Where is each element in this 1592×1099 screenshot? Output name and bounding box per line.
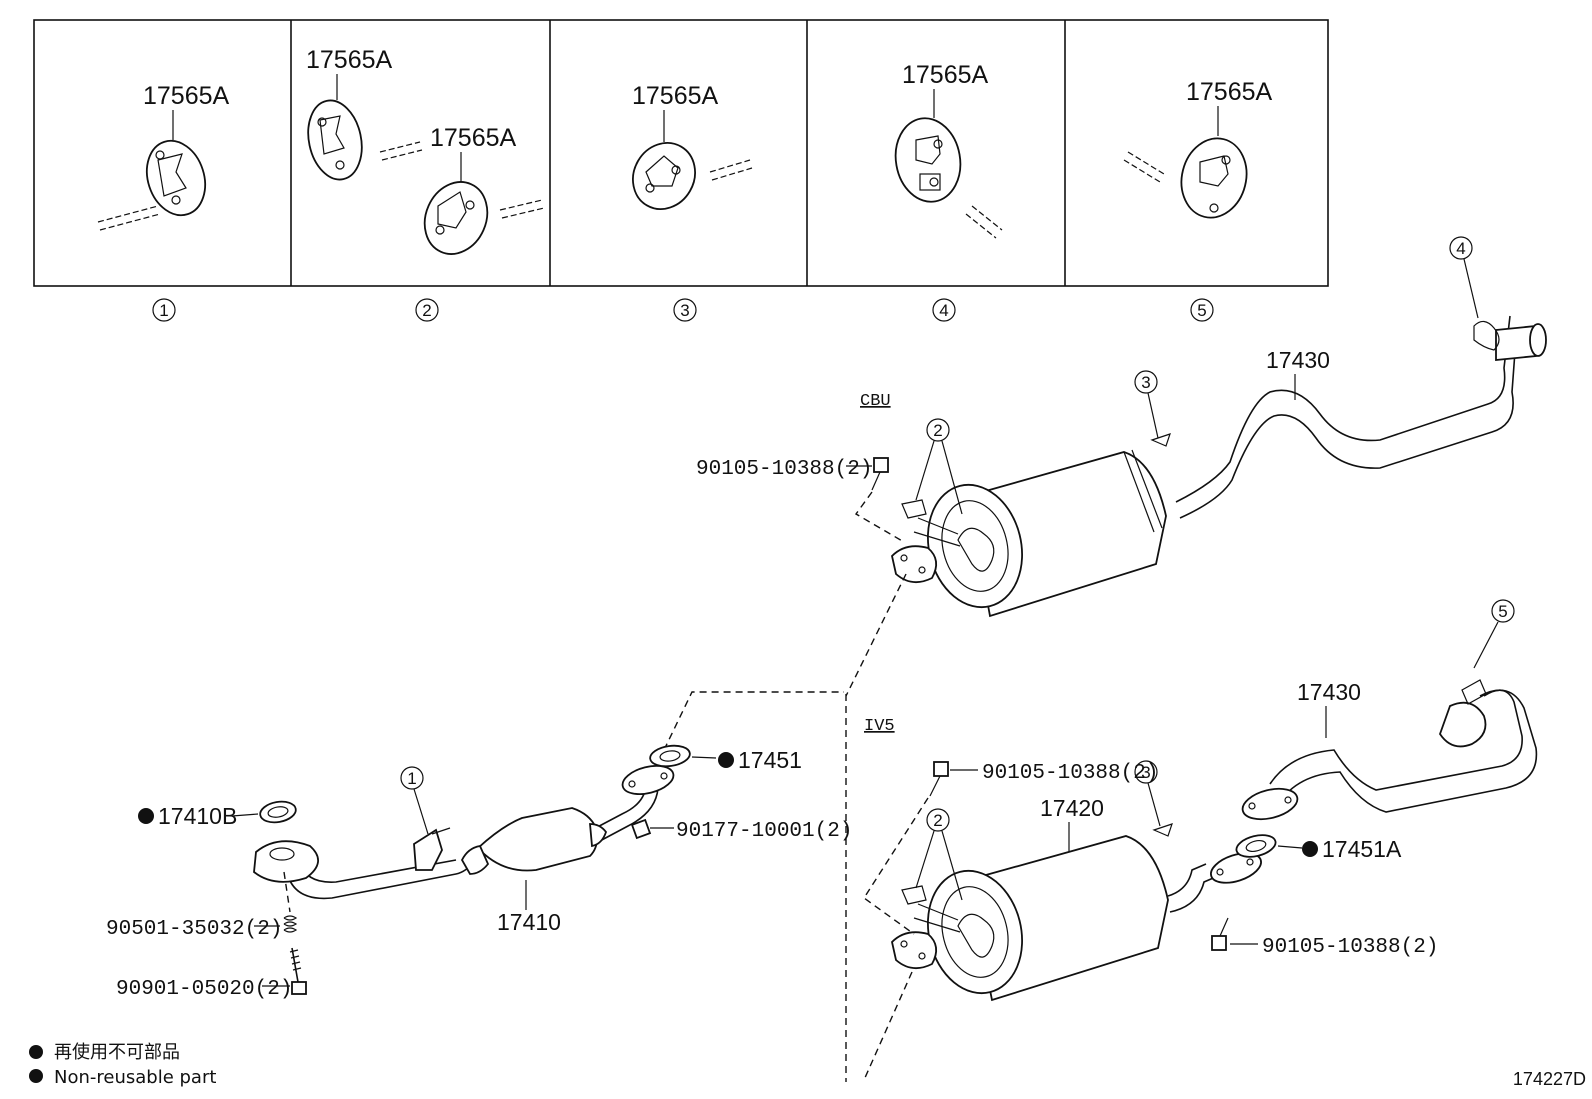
rear-flange bbox=[621, 765, 675, 795]
iv5-callout-5: 5 bbox=[1498, 602, 1507, 621]
cbu-flange bbox=[891, 517, 961, 584]
cbu-tail-pipe bbox=[1175, 315, 1511, 503]
panel-4-label: 17565A bbox=[902, 61, 989, 89]
iv5-bolt-bottom-label: 90105-10388(2) bbox=[1262, 936, 1438, 959]
cbu-callout-3: 3 bbox=[1141, 373, 1150, 392]
bolt-icon bbox=[929, 761, 949, 797]
connector-dash-cbu bbox=[845, 573, 907, 697]
front-callout-1: 1 bbox=[407, 769, 416, 788]
bolt-icon bbox=[871, 457, 889, 491]
hanger-panel-1: 17565A 1 bbox=[97, 82, 230, 322]
cbu-tail-pipe-label: 17430 bbox=[1266, 347, 1330, 373]
panel-1-index: 1 bbox=[159, 301, 168, 320]
hanger-panel-5: 17565A 5 bbox=[1123, 78, 1273, 322]
front-pipe-assembly: 17410 17410B 17451 bbox=[106, 744, 852, 1001]
diagram-id: 174227D bbox=[1513, 1069, 1586, 1089]
cbu-assembly: CBU 17430 4 bbox=[696, 236, 1547, 618]
panel-5-index: 5 bbox=[1197, 301, 1206, 320]
iv5-outlet-flange bbox=[1210, 852, 1262, 884]
iv5-tail-pipe-label: 17430 bbox=[1297, 679, 1361, 705]
front-pipe-label: 17410 bbox=[497, 909, 561, 935]
cbu-callout-4: 4 bbox=[1456, 239, 1465, 258]
panel-2-label-a: 17565A bbox=[306, 46, 393, 74]
iv5-callout-3: 3 bbox=[1141, 763, 1150, 782]
iv5-bolt-top-label: 90105-10388(2) bbox=[982, 762, 1158, 785]
panel-3-label: 17565A bbox=[632, 82, 719, 110]
legend-jp: 再使用不可部品 bbox=[54, 1042, 180, 1063]
rubber-hanger-icon bbox=[423, 181, 489, 255]
iv5-muffler-label: 17420 bbox=[1040, 795, 1104, 821]
iv5-callout-2: 2 bbox=[933, 811, 942, 830]
gasket-17451a bbox=[1235, 834, 1277, 858]
iv5-assembly: IV5 17430 5 17420 bbox=[863, 599, 1538, 1081]
panel-2-label-b: 17565A bbox=[430, 124, 517, 152]
rubber-hanger-icon bbox=[307, 99, 363, 181]
rubber-hanger-icon bbox=[1180, 137, 1248, 219]
hanger-panel-2: 17565A 17565A 2 bbox=[306, 46, 545, 322]
legend-en: Non-reusable part bbox=[54, 1067, 216, 1088]
spring-label: 90501-35032(2) bbox=[106, 918, 282, 941]
front-gasket-label: 17410B bbox=[158, 803, 237, 829]
hanger-panel-4: 17565A 4 bbox=[894, 61, 1003, 322]
rubber-hanger-icon bbox=[894, 117, 962, 203]
iv5-tail-pipe bbox=[1269, 689, 1523, 791]
rear-gasket-label: 17451 bbox=[738, 747, 802, 773]
bolt-icon bbox=[1211, 917, 1229, 951]
iv5-tail-tip bbox=[1439, 679, 1487, 748]
cbu-callout-2: 2 bbox=[933, 421, 942, 440]
connector-dash-front bbox=[663, 691, 844, 751]
spring-icon bbox=[283, 915, 298, 933]
iv5-muffler bbox=[927, 835, 1219, 1002]
cbu-tail-tip bbox=[1473, 320, 1547, 361]
nut-icon bbox=[630, 818, 652, 840]
panel-3-index: 3 bbox=[680, 301, 689, 320]
non-reusable-dot bbox=[138, 808, 154, 824]
iv5-tail-flange bbox=[1241, 787, 1299, 821]
section-label-cbu: CBU bbox=[860, 392, 891, 411]
section-label-iv5: IV5 bbox=[864, 717, 895, 736]
rubber-hanger-icon bbox=[145, 139, 207, 217]
cbu-bolt-label: 90105-10388(2) bbox=[696, 458, 872, 481]
iv5-gasket-label: 17451A bbox=[1322, 836, 1402, 862]
hanger-panel-3: 17565A 3 bbox=[632, 82, 753, 322]
non-reusable-dot bbox=[1302, 841, 1318, 857]
gasket-17410b bbox=[259, 800, 297, 824]
hanger-panels-frame bbox=[33, 19, 1329, 287]
legend-dot-jp bbox=[29, 1045, 43, 1059]
hanger-panels: 17565A 1 17565A 17565A bbox=[33, 19, 1329, 322]
bolt-icon bbox=[289, 947, 307, 995]
cbu-muffler bbox=[927, 449, 1167, 618]
front-bolt-label: 90901-05020(2) bbox=[116, 978, 292, 1001]
non-reusable-dot bbox=[718, 752, 734, 768]
legend-dot-en bbox=[29, 1069, 43, 1083]
iv5-flange bbox=[891, 903, 961, 970]
legend: 再使用不可部品 Non-reusable part bbox=[29, 1042, 216, 1088]
panel-2-index: 2 bbox=[422, 301, 431, 320]
panel-4-index: 4 bbox=[939, 301, 948, 320]
panel-1-label: 17565A bbox=[143, 82, 230, 110]
catalytic-converter bbox=[460, 807, 608, 875]
panel-5-label: 17565A bbox=[1186, 78, 1273, 106]
nut-label: 90177-10001(2) bbox=[676, 820, 852, 843]
rubber-hanger-icon bbox=[632, 142, 696, 210]
gasket-17451 bbox=[649, 744, 691, 768]
front-flange bbox=[253, 840, 319, 883]
